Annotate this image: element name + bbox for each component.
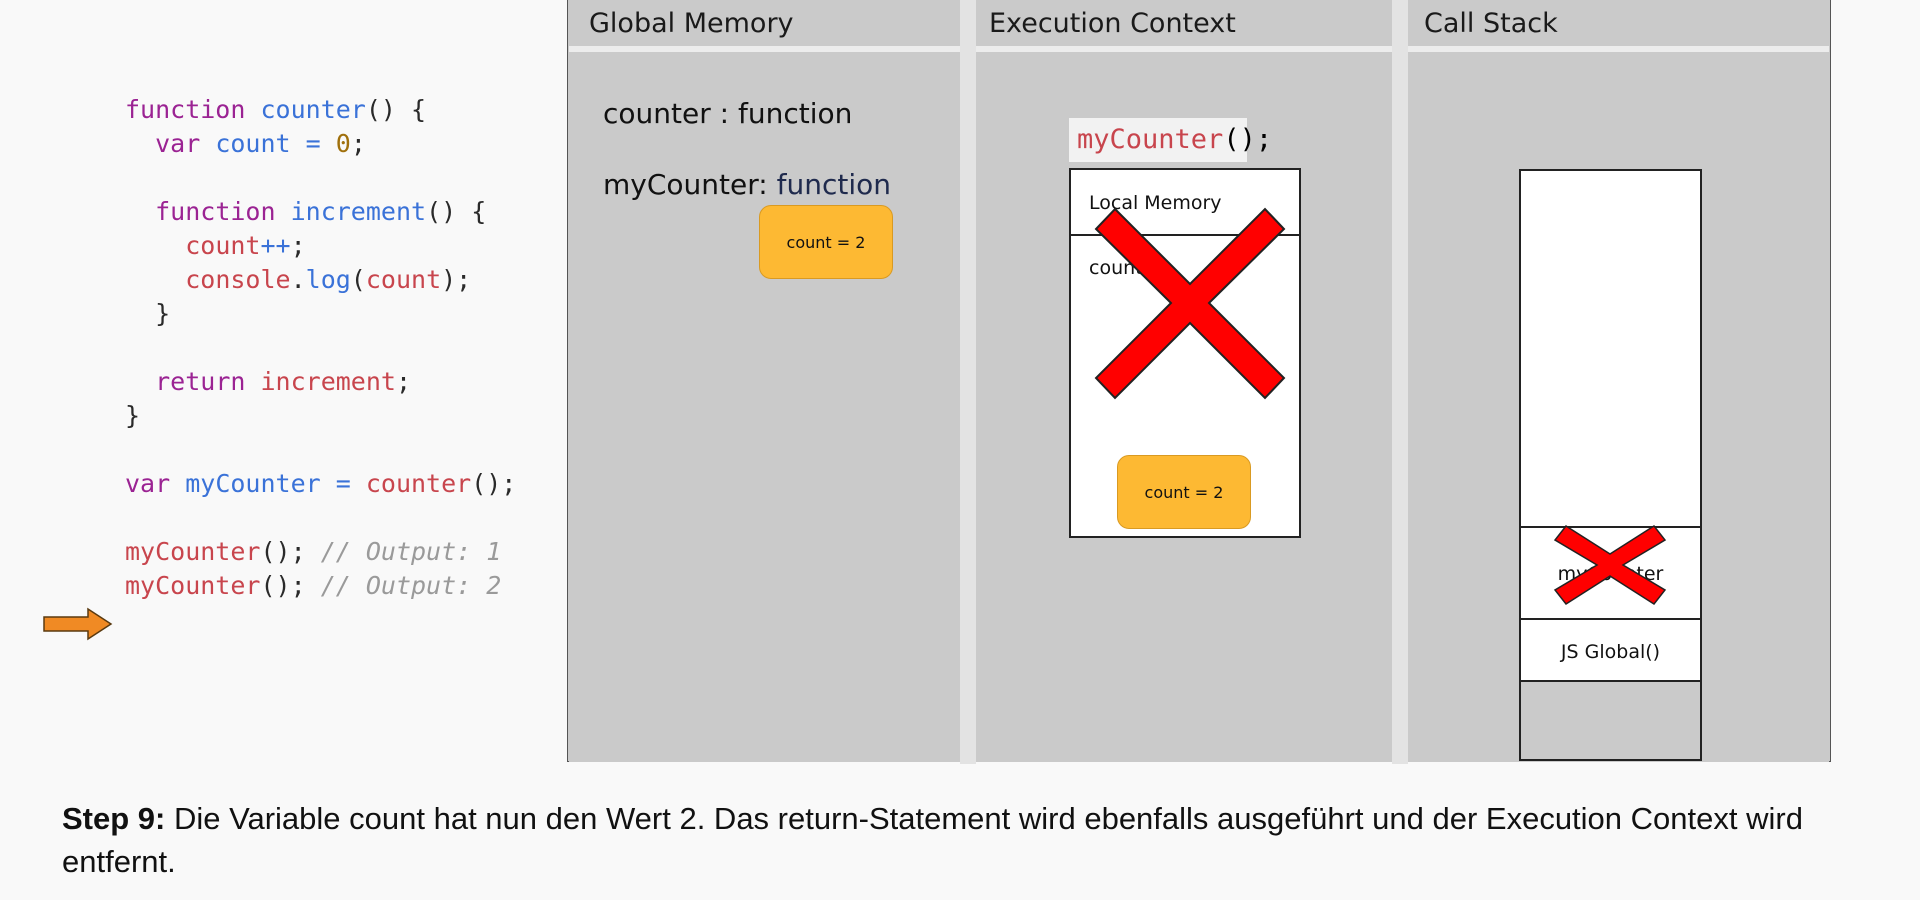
call-stack-title: Call Stack	[1424, 8, 1558, 39]
code-token: var	[155, 129, 201, 158]
code-token: increment	[260, 367, 396, 396]
code-token: var	[125, 469, 171, 498]
call-stack-box: myCounter JS Global()	[1519, 169, 1702, 761]
removed-frame-x-icon	[1553, 525, 1667, 605]
code-token: counter	[260, 95, 366, 124]
code-token	[170, 469, 185, 498]
code-token: // Output: 2	[320, 571, 502, 600]
global-entry-mycounter-name: myCounter:	[603, 168, 768, 201]
code-token: );	[441, 265, 472, 294]
code-token: ;	[350, 129, 366, 158]
context-call-label: myCounter();	[1069, 118, 1272, 162]
step-description: Die Variable count hat nun den Wert 2. D…	[62, 801, 1803, 879]
stack-empty-slot	[1521, 680, 1700, 759]
global-entry-mycounter: myCounter: function	[603, 168, 891, 201]
step-caption: Step 9: Die Variable count hat nun den W…	[62, 797, 1862, 883]
code-token: }	[125, 299, 171, 328]
code-line: var count = 0;	[125, 127, 516, 161]
global-entry-counter: counter : function	[603, 97, 853, 130]
code-token: () {	[365, 95, 427, 124]
code-token: console	[185, 265, 291, 294]
code-token: count	[215, 129, 291, 158]
execution-context-header: Execution Context	[976, 0, 1392, 52]
code-token: ();	[260, 537, 321, 566]
code-line: console.log(count);	[125, 263, 516, 297]
code-line: count++;	[125, 229, 516, 263]
code-token: myCounter	[125, 571, 261, 600]
local-memory-label: Local Memory	[1089, 192, 1222, 214]
panel-divider	[1392, 0, 1408, 764]
code-token: log	[305, 265, 351, 294]
code-token: ();	[471, 469, 517, 498]
code-token: ;	[395, 367, 412, 396]
code-line: }	[125, 297, 516, 331]
code-token: }	[125, 401, 141, 430]
code-token: ;	[290, 231, 306, 260]
code-token: increment	[290, 197, 427, 226]
code-token	[125, 197, 155, 226]
code-line: return increment;	[125, 365, 516, 399]
code-line	[125, 501, 516, 535]
code-token: // Output: 1	[320, 537, 502, 566]
code-token: function	[125, 95, 246, 124]
code-token	[245, 367, 260, 396]
code-line	[125, 331, 516, 365]
code-token	[125, 129, 155, 158]
current-line-arrow-icon	[43, 607, 113, 641]
code-token	[200, 129, 215, 158]
local-memory-header: Local Memory	[1071, 170, 1299, 236]
code-token: count	[365, 265, 442, 294]
execution-context-title: Execution Context	[989, 8, 1236, 39]
code-line: myCounter(); // Output: 2	[125, 569, 516, 603]
code-token: =	[290, 129, 336, 158]
closure-count-badge: count = 2	[759, 205, 893, 279]
code-token: return	[155, 367, 246, 396]
code-token	[276, 197, 291, 226]
context-call-fn: myCounter	[1077, 124, 1224, 155]
code-token: =	[320, 469, 366, 498]
code-token	[245, 95, 260, 124]
code-line: myCounter(); // Output: 1	[125, 535, 516, 569]
code-listing: function counter() { var count = 0; func…	[125, 93, 516, 603]
stack-frame-js-global: JS Global()	[1521, 618, 1700, 683]
context-call-parens: ();	[1223, 124, 1273, 155]
code-token: myCounter	[185, 469, 321, 498]
code-token: myCounter	[125, 537, 261, 566]
code-line	[125, 433, 516, 467]
panel-divider	[960, 0, 976, 764]
code-line	[125, 161, 516, 195]
code-line: var myCounter = counter();	[125, 467, 516, 501]
removed-context-x-icon	[1094, 207, 1286, 400]
step-label: Step 9:	[62, 801, 166, 836]
code-token: ();	[260, 571, 321, 600]
code-token	[125, 265, 185, 294]
call-stack-header: Call Stack	[1408, 0, 1829, 52]
context-count-badge: count = 2	[1117, 455, 1251, 529]
code-line: function increment() {	[125, 195, 516, 229]
code-token: count	[185, 231, 261, 260]
global-memory-header: Global Memory	[569, 0, 960, 52]
global-memory-panel: Global Memory counter : function myCount…	[569, 0, 960, 762]
code-token	[125, 367, 155, 396]
code-token: (	[350, 265, 366, 294]
code-token: 0	[335, 129, 351, 158]
code-token: () {	[426, 197, 487, 226]
global-memory-title: Global Memory	[589, 8, 794, 39]
code-token: ++	[260, 231, 291, 260]
code-token: function	[155, 197, 276, 226]
code-token: .	[290, 265, 306, 294]
global-entry-mycounter-type: function	[776, 168, 891, 201]
code-line: }	[125, 399, 516, 433]
code-token	[125, 231, 185, 260]
code-token: counter	[365, 469, 472, 498]
code-line: function counter() {	[125, 93, 516, 127]
